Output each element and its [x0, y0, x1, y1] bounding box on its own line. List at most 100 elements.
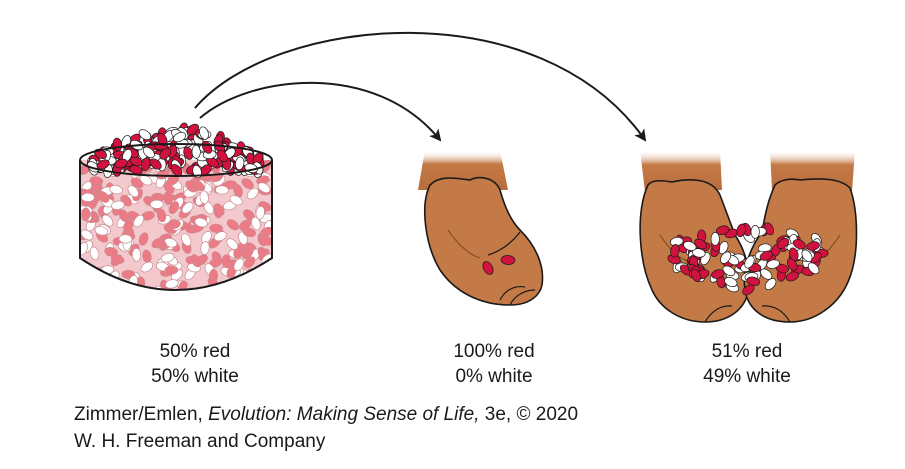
bean	[257, 182, 271, 194]
bean	[500, 255, 516, 265]
single-hand-composition-label: 100% red 0% white	[394, 339, 594, 389]
bean	[251, 283, 262, 290]
bean	[112, 293, 123, 307]
bean	[722, 265, 736, 277]
bowl-white-percent: 50% white	[151, 366, 239, 387]
bean	[172, 292, 185, 301]
bean	[786, 258, 798, 271]
bean	[233, 258, 245, 271]
bean	[715, 225, 730, 235]
bean	[199, 190, 209, 205]
palm	[424, 176, 544, 306]
bean	[110, 254, 125, 264]
bean	[157, 132, 168, 146]
bean	[178, 280, 188, 290]
bean	[241, 178, 254, 190]
two-hands	[639, 150, 858, 323]
bean	[257, 289, 271, 290]
bean	[255, 268, 266, 281]
bean	[251, 216, 261, 231]
credit-publisher: W. H. Freeman and Company	[74, 431, 326, 452]
bean	[221, 254, 231, 269]
bean	[165, 279, 179, 289]
bean	[149, 199, 164, 209]
bean	[97, 190, 110, 203]
bean	[226, 219, 240, 231]
bean	[80, 279, 93, 290]
bean	[75, 299, 90, 314]
bean	[118, 234, 133, 244]
bean	[242, 227, 256, 238]
bean	[694, 238, 707, 250]
bean	[683, 241, 697, 251]
bean	[242, 297, 256, 308]
bean	[134, 289, 145, 290]
bean	[785, 271, 800, 282]
bean	[226, 238, 239, 250]
bean	[140, 261, 154, 273]
bean	[135, 290, 150, 305]
bowl-rim	[79, 143, 273, 177]
two-hands-white-percent: 49% white	[703, 366, 791, 387]
bean	[160, 252, 175, 263]
bean	[212, 293, 227, 307]
bean	[744, 255, 755, 269]
bean	[199, 126, 209, 140]
bean	[131, 305, 145, 314]
bean	[229, 195, 243, 206]
bean	[255, 206, 265, 220]
bowl	[75, 122, 273, 316]
credit-authors: Zimmer/Emlen,	[74, 404, 209, 425]
bean	[746, 276, 760, 287]
bean	[792, 239, 806, 250]
bean	[759, 250, 773, 261]
bean	[235, 156, 245, 171]
bean	[801, 249, 813, 262]
bean	[142, 296, 156, 311]
bowl-red-percent: 50% red	[159, 341, 231, 362]
bean	[120, 295, 135, 310]
bean	[197, 294, 210, 309]
bean	[80, 229, 94, 241]
single-hand	[418, 150, 544, 306]
bean	[162, 298, 174, 313]
bean	[691, 268, 701, 282]
arrow-to-single-hand	[199, 81, 442, 142]
bean	[81, 192, 95, 202]
bean	[482, 261, 494, 275]
bean	[168, 201, 180, 214]
bean	[262, 267, 272, 280]
bean	[243, 256, 256, 269]
bean	[257, 275, 270, 287]
bean	[181, 201, 194, 214]
bean	[230, 300, 245, 315]
bean	[233, 184, 243, 198]
bean	[109, 185, 123, 195]
bean	[98, 282, 111, 290]
bean	[259, 226, 272, 238]
two-hands-red-percent: 51% red	[711, 341, 783, 362]
bean	[89, 246, 100, 261]
bean	[185, 180, 197, 193]
bean	[112, 293, 127, 308]
bean	[175, 294, 188, 309]
bean	[179, 296, 193, 306]
bean	[246, 187, 259, 200]
bean	[164, 265, 179, 275]
bean	[239, 278, 253, 290]
bean	[807, 262, 820, 275]
bean	[110, 299, 125, 311]
bean	[181, 233, 192, 247]
bean	[235, 288, 248, 290]
bean	[191, 144, 201, 159]
bean	[89, 288, 104, 290]
bean	[177, 302, 192, 316]
arrow-to-two-hands	[194, 31, 647, 142]
bean	[236, 297, 244, 310]
illustration	[75, 31, 858, 323]
bean	[101, 214, 114, 227]
bean	[127, 295, 141, 305]
bean	[106, 300, 121, 315]
bean	[789, 247, 799, 261]
bean	[125, 296, 138, 311]
